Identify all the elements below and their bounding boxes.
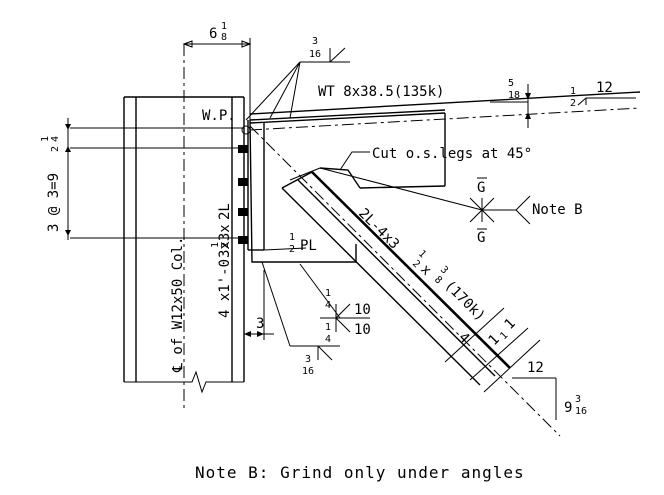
weld-symbol-mid: 1 4 1 4 10 10 — [299, 263, 371, 345]
drawing-label: 2L — [217, 203, 233, 220]
work-point: W.P. — [202, 108, 251, 135]
drawing-label: (170k) — [441, 278, 488, 325]
drawing-label: 2 — [50, 146, 61, 152]
drawing-label: G — [477, 180, 485, 196]
drawing-label: 16 — [309, 49, 321, 60]
drawing-label: W.P. — [202, 108, 236, 124]
column-w12x50 — [123, 44, 245, 412]
drawing-label: 1 — [325, 322, 331, 333]
drawing-label: 10 — [354, 302, 371, 318]
drawing-label: Cut o.s.legs at 45° — [372, 146, 532, 162]
drawing-label: PL — [300, 238, 317, 254]
drawing-label: 4 — [50, 136, 61, 142]
drawing-label: 3 — [256, 316, 264, 332]
drawing-label: 4 — [325, 300, 331, 311]
drawing-label: 2L-4x3 — [355, 206, 402, 253]
drawing-label: 1 — [502, 316, 519, 333]
drawing-label: 3 — [575, 394, 581, 405]
diagonal-member: 2L-4x3 1 2 x 3 8 (170k) — [249, 125, 561, 437]
drawing-label: Note B — [532, 202, 583, 218]
drawing-label: 8 — [432, 274, 444, 286]
plate-label: 1 2 PL — [289, 232, 317, 255]
drawing-label: 4 x1'-0 — [217, 259, 233, 318]
weld-symbol-grind: G G Note B — [319, 167, 583, 246]
drawing-label: 18 — [508, 90, 520, 101]
drawing-label: 3 — [312, 36, 318, 47]
drawing-label: 1 — [40, 136, 51, 142]
weld-symbol-top: 3 16 — [245, 36, 350, 121]
weld-symbol-bottom: 3 16 — [261, 261, 340, 377]
note-b-text: Note B: Grind only under angles — [195, 463, 525, 482]
wt-member: WT 8x38.5(135k) 5 18 1 2 12 — [249, 78, 641, 189]
dimension-top: 6 1 8 — [182, 21, 252, 120]
drawing-label: 10 — [354, 322, 371, 338]
drawing-label: 4 — [325, 334, 331, 345]
drawing-label: 3x3x — [217, 224, 233, 258]
drawing-label: 2 — [220, 242, 231, 248]
drawing-label: 1 — [221, 21, 227, 32]
drawing-label: 2 — [289, 244, 295, 255]
drawing-label: 12 — [527, 360, 544, 376]
drawing-label: 8 — [221, 32, 227, 43]
dimension-3: 3 — [244, 270, 274, 340]
drawing-label: ℄ of W12x50 Col. — [170, 237, 186, 373]
drawing-label: G — [477, 230, 485, 246]
drawing-label: 3 @ 3=9 — [46, 173, 62, 232]
slope-bottom: 12 9 3 16 — [512, 360, 587, 420]
drawing-label: 2 — [570, 98, 576, 109]
drawing-label: WT 8x38.5(135k) — [318, 84, 444, 100]
drawing-label: 16 — [302, 366, 314, 377]
drawing-label: 12 — [596, 80, 613, 96]
column-annotations: ℄ of W12x50 Col. 4 x1'-0 3x3x 2L 1 2 — [170, 203, 233, 373]
drawing-label: 1 — [570, 86, 576, 97]
drawing-label: 3 — [305, 354, 311, 365]
cut-note: Cut o.s.legs at 45° — [339, 146, 532, 171]
drawing-label: 6 — [209, 26, 217, 42]
drawing-label: 1 — [289, 232, 295, 243]
drawing-label: 5 — [508, 78, 514, 89]
drawing-label: 1 — [210, 242, 221, 248]
bolt-group — [238, 145, 248, 244]
drawing-label: 1 — [325, 288, 331, 299]
dimension-bolt-spacing: 3 @ 3=9 2 1 4 — [40, 118, 244, 240]
drawing-label: 16 — [575, 406, 587, 417]
drawing-label: 9 — [564, 400, 572, 416]
